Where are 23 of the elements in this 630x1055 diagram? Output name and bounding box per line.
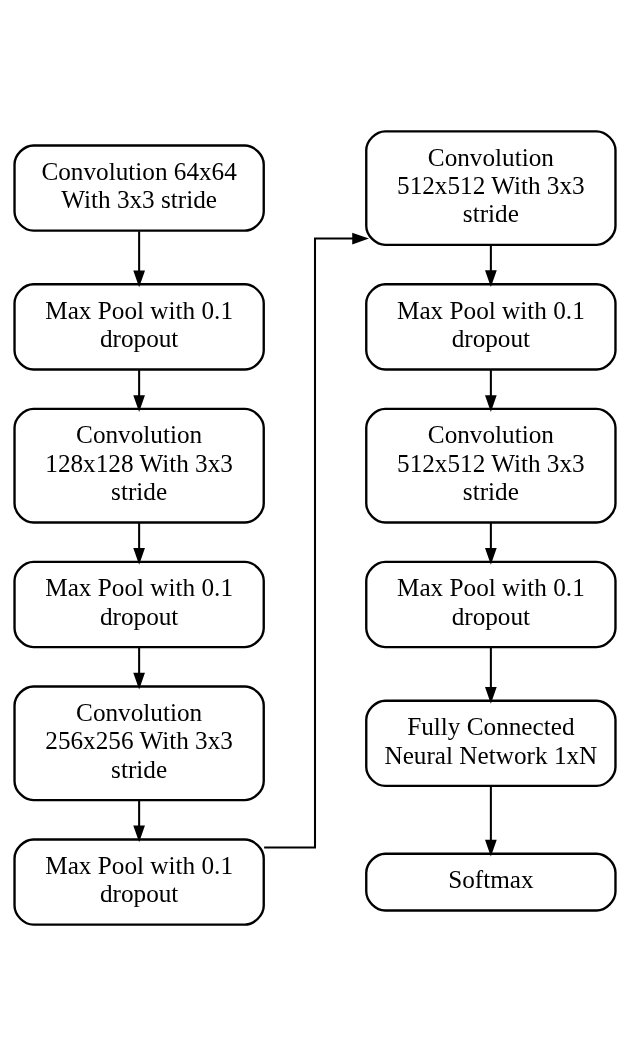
- arrow: [264, 232, 369, 848]
- arrow: [485, 244, 497, 287]
- node-box: Max Pool with 0.1 dropout: [365, 282, 617, 371]
- arrow: [133, 799, 145, 842]
- node-box: Max Pool with 0.1 dropout: [13, 282, 265, 371]
- arrow: [133, 522, 145, 565]
- node-box: Convolution 128x128 With 3x3 stride: [13, 407, 265, 524]
- node-box: Max Pool with 0.1 dropout: [365, 560, 617, 648]
- arrow: [133, 647, 145, 689]
- arrow: [485, 522, 497, 565]
- node-box: Convolution 64x64 With 3x3 stride: [13, 143, 265, 232]
- node-box: Max Pool with 0.1 dropout: [13, 837, 265, 926]
- node-box: Convolution 512x512 With 3x3 stride: [365, 407, 617, 524]
- node-box: Convolution 256x256 With 3x3 stride: [13, 684, 265, 801]
- node-box: Convolution 512x512 With 3x3 stride: [365, 129, 617, 246]
- arrow: [133, 230, 145, 287]
- arrow: [133, 369, 145, 412]
- arrow: [485, 785, 497, 857]
- arrow: [485, 647, 497, 704]
- arrow: [485, 369, 497, 412]
- node-box: Max Pool with 0.1 dropout: [13, 560, 265, 648]
- node-box: Fully Connected Neural Network 1xN: [365, 699, 617, 787]
- node-box: Softmax: [365, 852, 617, 912]
